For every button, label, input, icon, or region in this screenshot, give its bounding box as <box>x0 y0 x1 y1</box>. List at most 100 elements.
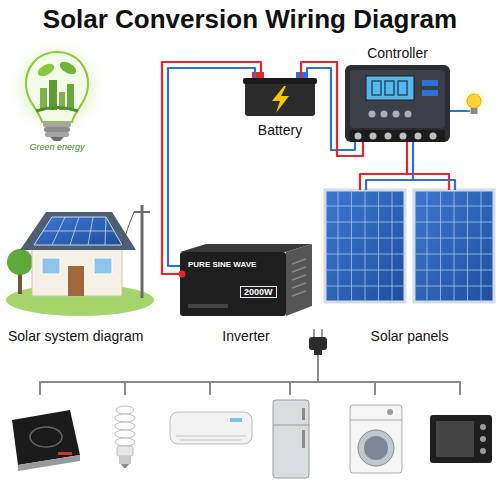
house-illustration <box>7 249 33 275</box>
cfl-bulb <box>121 464 129 468</box>
green-energy-bulb <box>26 52 88 122</box>
charge-controller-icon <box>398 81 407 95</box>
wire-pair <box>162 62 261 278</box>
house-illustration <box>6 205 154 316</box>
charge-controller-icon <box>350 130 445 142</box>
induction-cooker <box>58 452 72 455</box>
battery-icon <box>252 72 264 79</box>
wire <box>301 62 363 156</box>
plug-and-bus <box>313 329 315 337</box>
green-energy-bulb <box>43 122 71 127</box>
green-energy-bulb <box>36 61 57 79</box>
node-label: Solar panels <box>371 328 449 344</box>
air-conditioner <box>230 418 242 422</box>
inverter-icon <box>292 259 306 296</box>
power-rating: 2000W <box>240 286 277 298</box>
refrigerator <box>302 430 305 448</box>
wire-pair <box>360 142 455 190</box>
plug-and-bus <box>317 355 319 382</box>
charge-controller-icon <box>385 81 394 95</box>
load-lamp <box>467 94 481 108</box>
plug-and-bus <box>309 337 327 350</box>
washing-machine <box>350 405 402 473</box>
battery-icon <box>245 80 315 116</box>
cfl-bulb <box>115 414 135 422</box>
charge-controller-icon <box>370 133 377 140</box>
oven <box>430 415 492 463</box>
battery-icon <box>243 72 317 116</box>
house-illustration <box>68 266 84 296</box>
refrigerator <box>302 408 305 420</box>
cfl-bulb <box>119 456 131 464</box>
induction-cooker <box>30 427 62 447</box>
inverter-icon <box>286 244 312 316</box>
inverter: PURE SINE WAVE2000WInverter <box>180 244 312 316</box>
washing-machine <box>387 409 393 415</box>
wire <box>413 180 455 190</box>
charge-controller-icon <box>350 70 445 128</box>
solar-panel-icon <box>414 190 494 302</box>
house-illustration <box>32 246 122 296</box>
charge-controller-icon <box>415 133 422 140</box>
induction-cooker <box>18 455 80 471</box>
load-lamp <box>461 88 487 114</box>
green-energy-bulb <box>7 42 107 142</box>
node-label: Battery <box>258 122 302 138</box>
green-energy-bulb <box>7 42 107 142</box>
cfl-bulb <box>117 446 133 456</box>
icon-caption: Green energy <box>29 142 84 152</box>
green-energy-bulb <box>58 59 79 77</box>
green-energy-bulb <box>44 127 70 132</box>
induction-cooker <box>12 410 80 471</box>
wire <box>168 68 255 266</box>
oven <box>480 436 486 442</box>
washing-machine <box>350 420 402 421</box>
green-energy-bulb <box>45 132 69 137</box>
charge-controller-icon <box>393 111 400 118</box>
illustration-label: Solar system diagram <box>8 328 143 344</box>
cfl-bulb <box>115 422 135 430</box>
house-illustration <box>20 212 136 250</box>
charge-controller-icon <box>345 65 450 142</box>
house-illustration <box>42 258 60 274</box>
green-energy-bulb <box>67 84 74 110</box>
battery: Battery <box>245 78 315 116</box>
charge-controller: Controller <box>345 65 450 142</box>
diagram-title: Solar Conversion Wiring Diagram <box>43 5 457 35</box>
washing-machine <box>350 405 402 473</box>
inverter-icon <box>188 304 228 308</box>
wire <box>307 68 355 150</box>
house-illustration <box>18 272 22 294</box>
battery-icon <box>243 78 317 84</box>
house-illustration <box>94 258 112 274</box>
charge-controller-icon <box>369 111 376 118</box>
refrigerator <box>273 400 309 478</box>
green-energy-bulb <box>40 88 47 110</box>
oven <box>480 448 486 454</box>
house-illustration <box>122 212 134 246</box>
charge-controller-icon <box>400 133 407 140</box>
charge-controller-icon <box>381 111 388 118</box>
solar-panel-icon <box>325 190 405 302</box>
charge-controller-icon <box>422 90 438 96</box>
refrigerator <box>273 400 309 478</box>
house-illustration <box>43 217 114 245</box>
cfl-bulb <box>115 430 135 438</box>
house-illustration <box>34 217 122 245</box>
oven <box>436 421 474 457</box>
wire <box>366 142 413 190</box>
refrigerator <box>273 425 309 426</box>
wire <box>162 62 261 274</box>
charge-controller-icon <box>422 80 438 86</box>
charge-controller-icon <box>355 133 362 140</box>
cfl-bulb <box>115 406 135 468</box>
oven <box>480 424 486 430</box>
solar-panel-icon <box>325 190 494 302</box>
air-conditioner <box>170 412 252 444</box>
charge-controller-icon <box>366 76 414 100</box>
plug-and-bus <box>40 382 460 395</box>
charge-controller-icon <box>385 133 392 140</box>
wire-pair <box>301 62 363 156</box>
